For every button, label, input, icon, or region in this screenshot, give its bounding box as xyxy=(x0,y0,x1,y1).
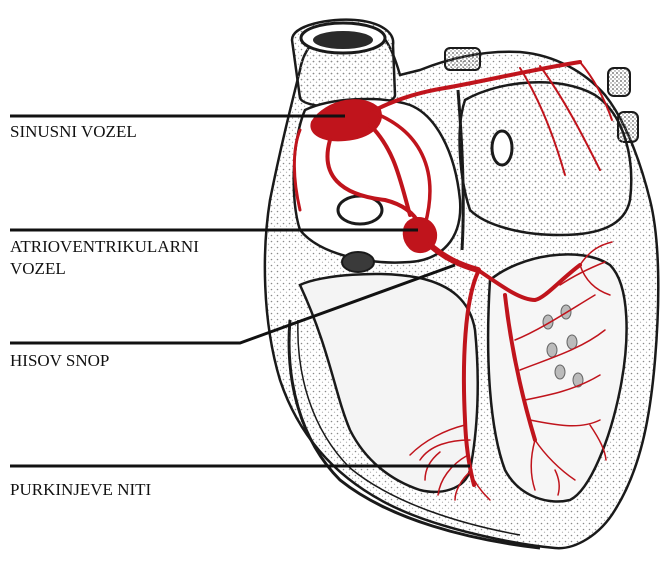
heart-illustration xyxy=(265,20,658,549)
label-sinus-node-text: SINUSNI VOZEL xyxy=(10,121,137,143)
pulmonary-opening xyxy=(492,131,512,165)
label-purkinje: PURKINJEVE NITI xyxy=(10,479,151,501)
coronary-sinus xyxy=(342,252,374,272)
label-his-bundle: HISOV SNOP xyxy=(10,350,109,372)
label-av-node-line1: ATRIOVENTRIKULARNI xyxy=(10,236,199,258)
label-av-node-line2: VOZEL xyxy=(10,258,199,280)
label-sinus-node: SINUSNI VOZEL xyxy=(10,121,137,143)
vessel-top xyxy=(445,48,480,70)
pulmonary-vein-upper xyxy=(608,68,630,96)
label-av-node: ATRIOVENTRIKULARNI VOZEL xyxy=(10,236,199,280)
label-purkinje-text: PURKINJEVE NITI xyxy=(10,479,151,501)
label-his-bundle-text: HISOV SNOP xyxy=(10,350,109,372)
